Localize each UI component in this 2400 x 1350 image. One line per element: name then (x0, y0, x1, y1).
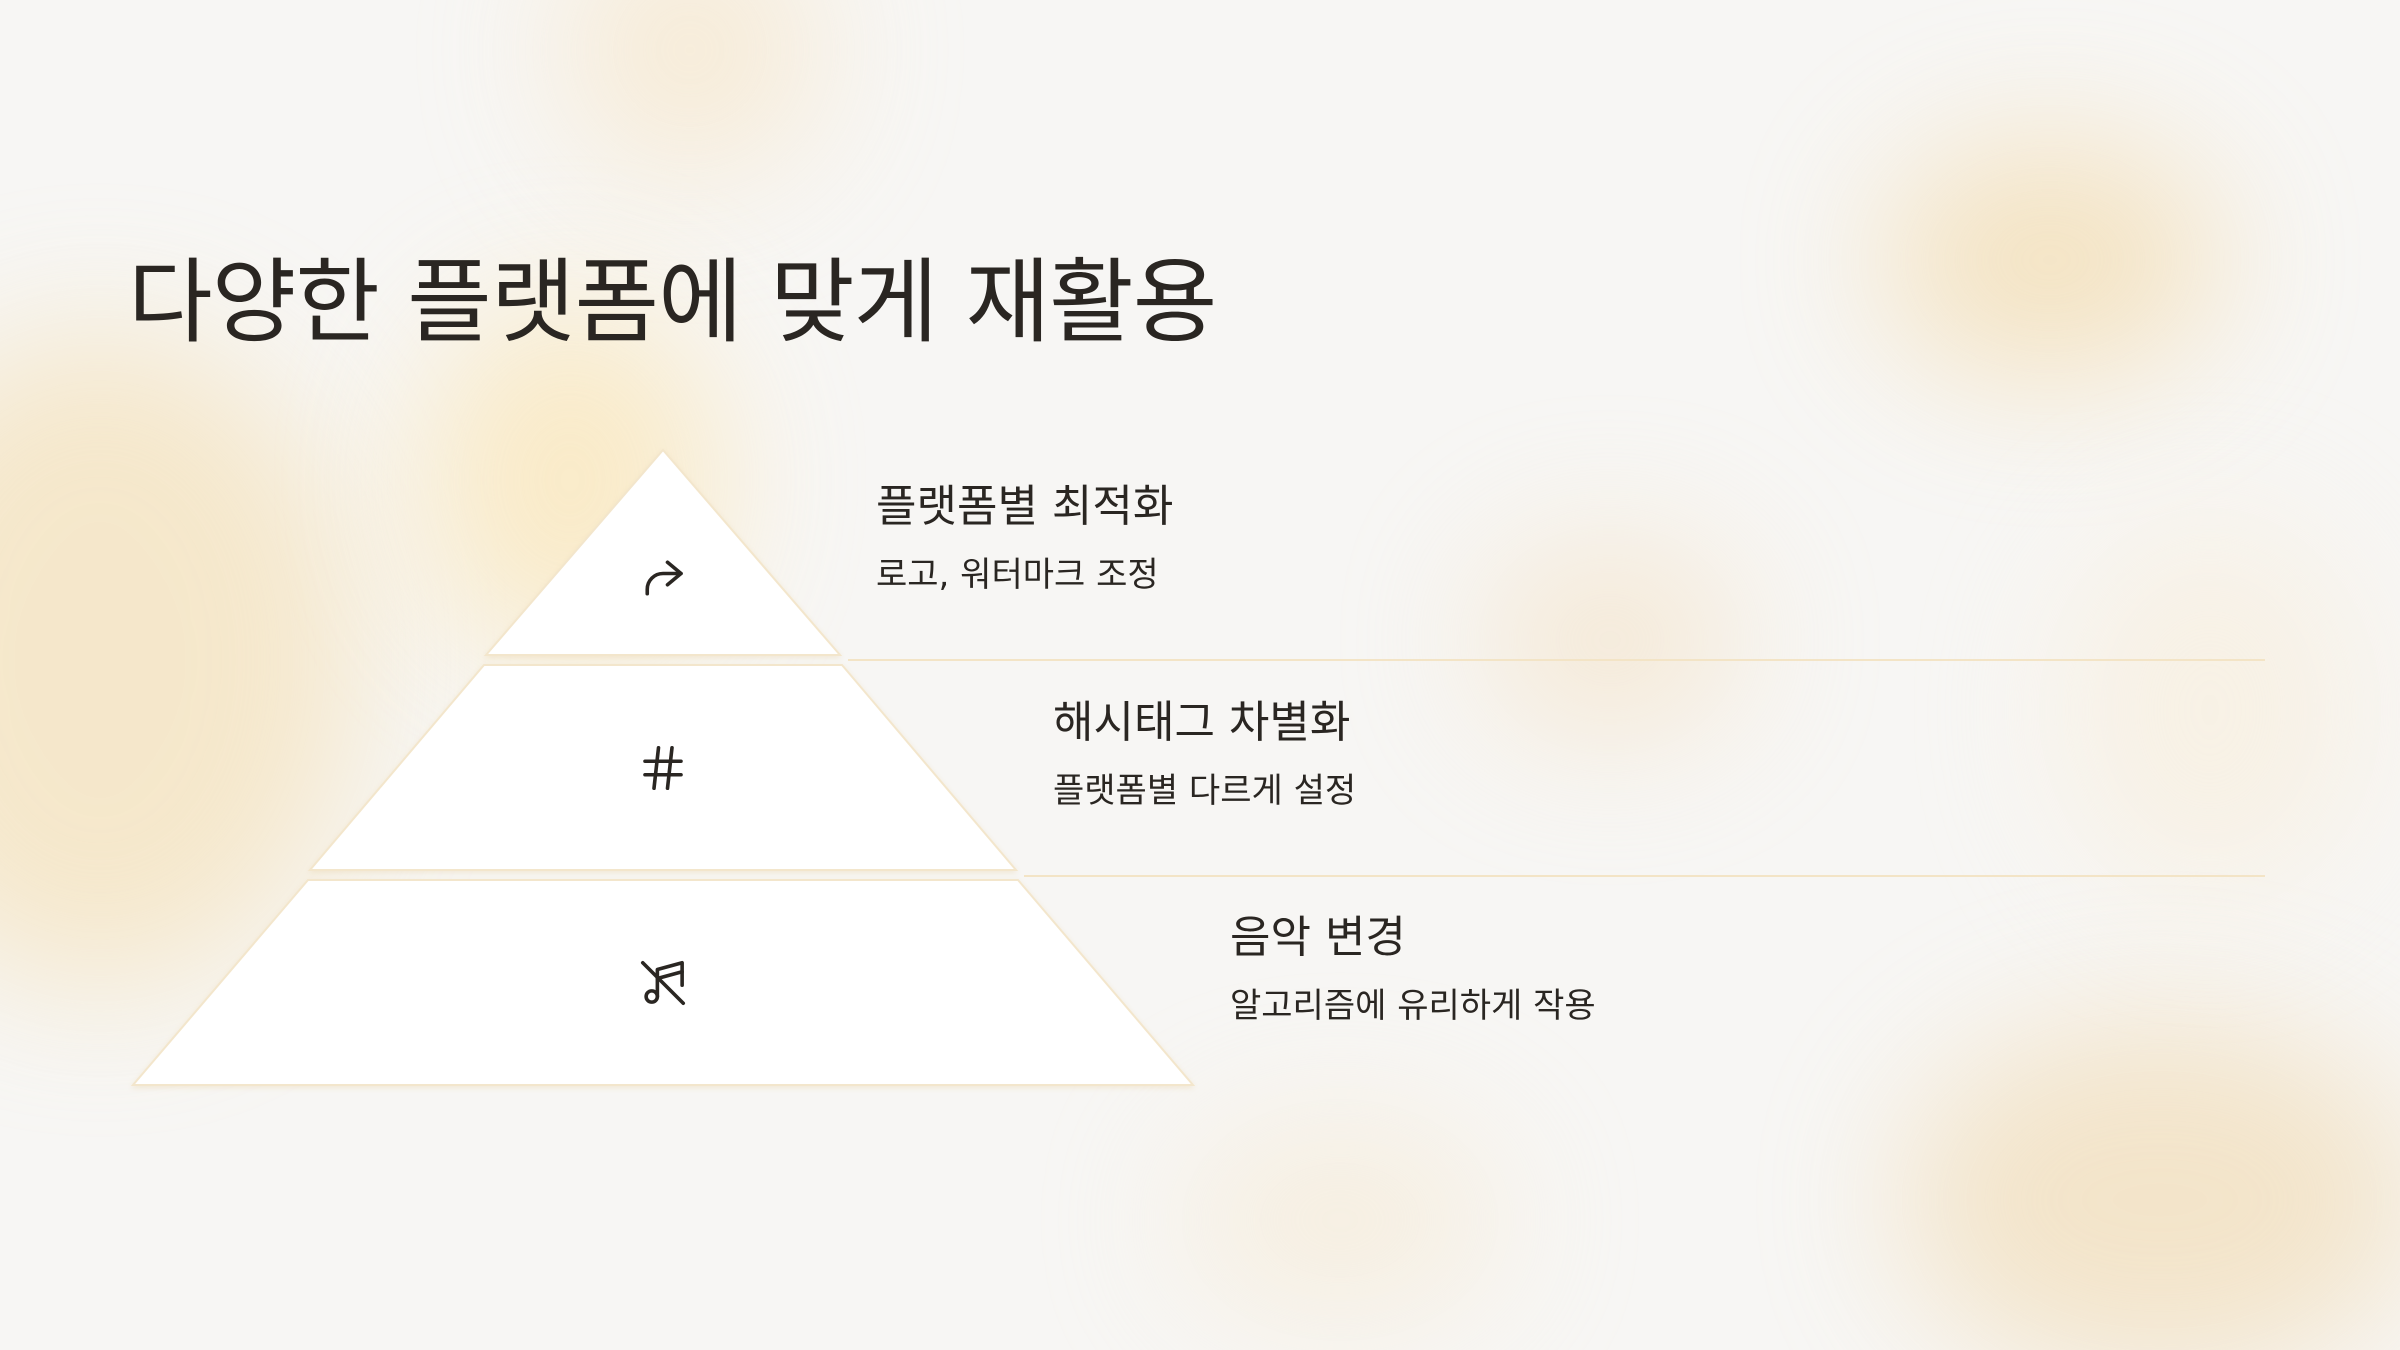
tier-text-top: 플랫폼별 최적화 로고, 워터마크 조정 (876, 478, 1173, 597)
tier-description: 알고리즘에 유리하게 작용 (1230, 986, 1596, 1027)
tier-heading: 해시태그 차별화 (1053, 697, 1351, 748)
pyramid-tier-middle (307, 664, 1019, 871)
tier-heading: 음악 변경 (1230, 912, 1406, 963)
tier-text-middle: 해시태그 차별화 플랫폼별 다르게 설정 (1053, 694, 1356, 813)
slide-title: 다양한 플랫폼에 맞게 재활용 (128, 249, 1217, 356)
music-off-icon (633, 953, 693, 1013)
tier-text-bottom: 음악 변경 알고리즘에 유리하게 작용 (1230, 909, 1596, 1028)
tier-description: 로고, 워터마크 조정 (876, 555, 1159, 596)
pyramid-tier-top (483, 448, 843, 656)
hashtag-icon (633, 738, 693, 798)
tier-heading: 플랫폼별 최적화 (876, 481, 1174, 532)
tier-description: 플랫폼별 다르게 설정 (1053, 771, 1357, 812)
share-arrow-icon (633, 548, 693, 608)
